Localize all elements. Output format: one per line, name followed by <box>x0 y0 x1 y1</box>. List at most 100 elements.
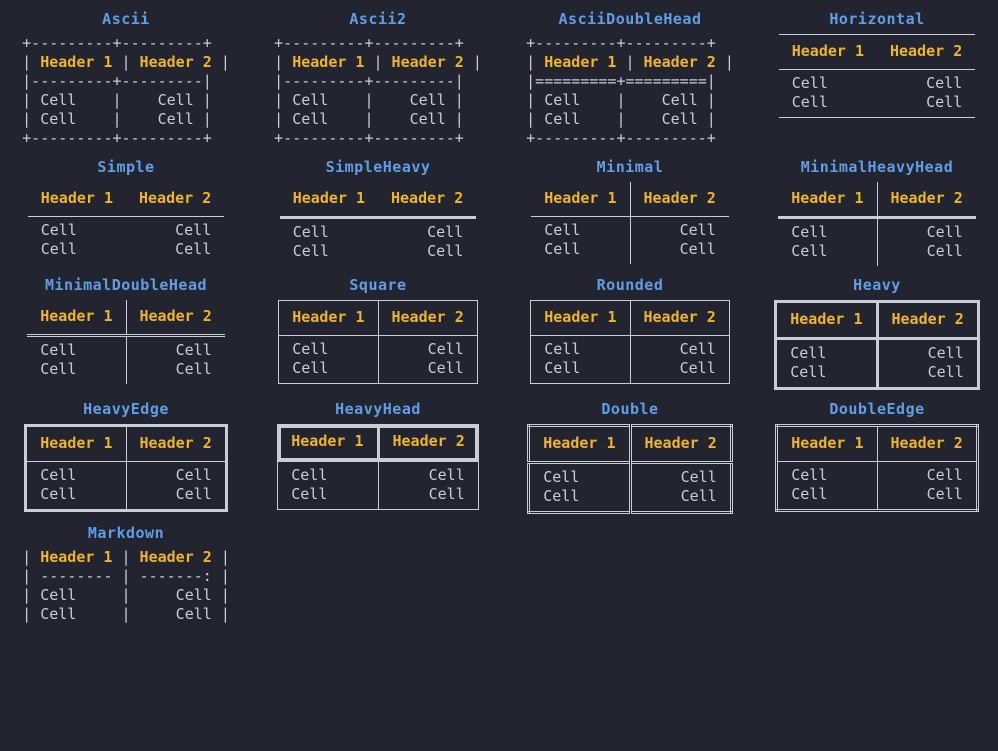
cell-value: Cell <box>292 359 329 377</box>
cell-value: Cell <box>428 466 465 484</box>
cell-value: Cell <box>543 487 580 505</box>
box-style-title-minimal: Minimal <box>596 158 664 176</box>
cell-value: Cell <box>175 221 212 239</box>
cell-value: Cell <box>427 340 464 358</box>
cell-value: Cell <box>543 468 580 486</box>
cell-value: Cell <box>544 240 581 258</box>
table-header-row: Header 1 Header 2 <box>776 425 978 462</box>
cell-value: Cell <box>680 487 717 505</box>
cell-value: Cell <box>679 340 716 358</box>
ascii-table-ascii2: +---------+---------+ | Header 1 | Heade… <box>274 34 482 147</box>
column-header-1: Header 1 <box>776 425 878 462</box>
cell-value: Cell <box>791 485 828 503</box>
column-header-2: Header 2 <box>139 189 212 207</box>
ascii-table-ascii: +---------+---------+ | Header 1 | Heade… <box>22 34 230 147</box>
box-style-title-double: Double <box>601 400 659 418</box>
column-header-1: Header 1 <box>778 182 878 218</box>
column-header-2: Header 2 <box>392 432 465 450</box>
box-style-title-heavyedge: HeavyEdge <box>83 400 169 418</box>
cell-value: Cell <box>791 223 828 241</box>
column-header-1: Header 1 <box>277 424 380 461</box>
box-style-title-rounded: Rounded <box>596 276 664 294</box>
column-header-1: Header 1 <box>278 300 379 336</box>
cell-value: Cell <box>926 93 963 111</box>
cell-value: Cell <box>40 240 77 258</box>
column-header-2: Header 2 <box>643 189 716 207</box>
box-style-gallery: Ascii+---------+---------+ | Header 1 | … <box>0 10 998 623</box>
column-header-2: Header 2 <box>890 434 963 452</box>
cell-value: Cell <box>427 359 464 377</box>
cell-value: Cell <box>291 466 328 484</box>
column-header-1: Header 1 <box>25 425 127 462</box>
cell-value: Cell <box>791 93 828 111</box>
column-header-1: Header 1 <box>531 182 631 217</box>
cell-value: Cell <box>292 340 329 358</box>
box-style-title-ascii2: Ascii2 <box>349 10 407 28</box>
box-style-title-heavy: Heavy <box>853 276 901 294</box>
column-header-1: Header 1 <box>528 425 632 463</box>
column-header-2: Header 2 <box>643 308 716 326</box>
box-style-title-heavyhead: HeavyHead <box>335 400 421 418</box>
cell-value: Cell <box>175 240 212 258</box>
cell-value: Cell <box>427 242 464 260</box>
cell-value: Cell <box>926 223 963 241</box>
cell-value: Cell <box>927 344 964 362</box>
column-header-2: Header 2 <box>139 434 212 452</box>
column-header-1: Header 1 <box>775 301 879 339</box>
cell-value: Cell <box>175 466 212 484</box>
cell-value: Cell <box>791 242 828 260</box>
cell-value: Cell <box>291 485 328 503</box>
table-header-row: Header 1 Header 2 <box>531 182 729 217</box>
cell-value: Cell <box>544 221 581 239</box>
column-header-2: Header 2 <box>139 307 212 325</box>
column-header-1: Header 1 <box>292 189 365 207</box>
cell-value: Cell <box>40 485 77 503</box>
cell-value: Cell <box>175 341 212 359</box>
cell-value: Cell <box>679 240 716 258</box>
